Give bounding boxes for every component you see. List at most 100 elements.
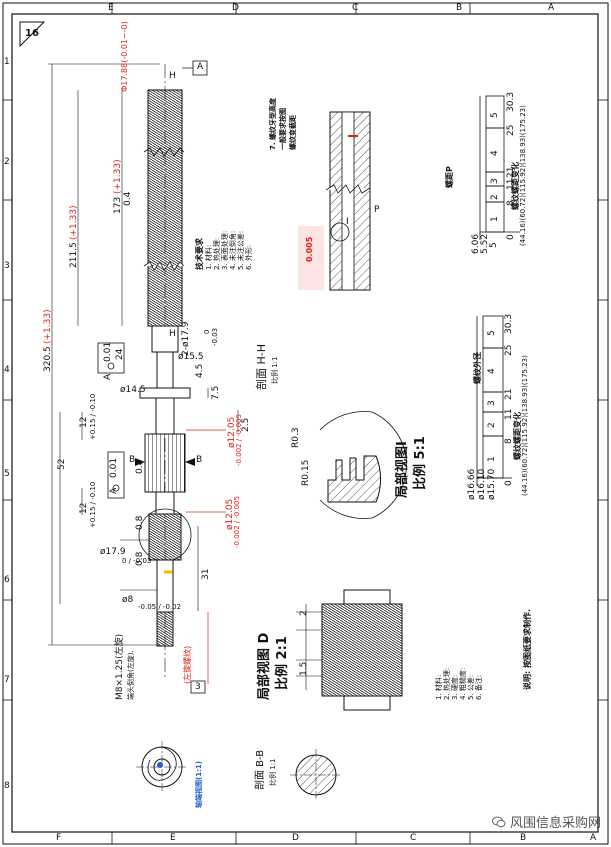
- detail-i-outline: [319, 411, 407, 519]
- upper-xtick-2: 11: [506, 178, 516, 190]
- pitch-table-lower: [476, 315, 512, 486]
- bb-note-3: 3. 硬度:: [451, 674, 459, 700]
- dim-d14-5: ø14.5: [120, 385, 146, 395]
- detail-d-scale: 比例 2:1: [275, 636, 290, 690]
- thread-note-2: 端头倒角(左旋).: [127, 650, 135, 700]
- zone-letter-bottom-6: A: [590, 833, 597, 843]
- upper-cell-1: 1: [490, 216, 500, 222]
- shaft-grooved-section: [148, 513, 182, 561]
- zone-number-7: 7: [4, 675, 10, 685]
- tech-line-3: 3. 表面处理:: [221, 230, 229, 270]
- bb-note-1: 1. 材料:: [435, 674, 443, 700]
- zone-letter-top-2: D: [232, 3, 239, 13]
- dim-320-5-tol: (+1.33): [43, 309, 53, 344]
- section-h-label-bottom: H: [169, 329, 176, 339]
- shaft-neck-3: [155, 491, 175, 515]
- zone-number-3: 3: [4, 261, 10, 271]
- chamfer-callout: 2-ø17.9: [181, 321, 191, 356]
- detail-d-stub-top: [343, 589, 391, 605]
- shaft-end-thread: [156, 611, 174, 647]
- dim-d12-05-a-tol: -0.002 / -0.005: [235, 414, 243, 466]
- chamfer-tol-down: -0.03: [211, 327, 219, 346]
- lower-xtick-2: 11: [504, 408, 514, 420]
- upper-xtick-4: 25: [506, 124, 516, 136]
- upper-side-note: 螺距P: [445, 166, 454, 188]
- dim-d8: ø8: [122, 595, 134, 605]
- dim-0-4: 0.4: [123, 191, 133, 206]
- break-line-2: [143, 261, 185, 271]
- dim-d17-9: ø17.9: [100, 547, 126, 557]
- dim-31: 31: [201, 568, 211, 580]
- lower-cell-3: 3: [487, 400, 497, 406]
- zone-number-1: 1: [4, 57, 10, 67]
- dim-211-5: 211.5: [69, 242, 79, 268]
- lower-xtick-0: 0: [504, 480, 514, 486]
- tech-line-5: 5. 未注公差:: [237, 230, 245, 270]
- center-note-1: 7. 螺纹牙型高度: [269, 98, 277, 150]
- zone-number-4: 4: [4, 365, 10, 375]
- watermark-text: 风围信息采购网: [509, 816, 601, 831]
- section-arrow-b-right: [185, 458, 195, 466]
- upper-xtick-5: 30.3: [506, 91, 516, 112]
- bottom-note: 说明: 按图纸要求制作.: [523, 608, 532, 690]
- section-hh-break: [325, 184, 371, 194]
- red-dimension-lines: [186, 429, 226, 684]
- shaft-neck-2: [155, 397, 175, 435]
- detail-i-profile: [327, 455, 382, 503]
- datum-a-label: A: [197, 62, 204, 72]
- dim-0-8-a: 0.8: [135, 459, 145, 474]
- gtol-frame-2: [107, 451, 125, 499]
- tech-line-1: 1. 材料:: [205, 244, 213, 270]
- zone-letter-top-4: B: [456, 3, 463, 13]
- zone-letter-bottom-1: F: [56, 833, 62, 843]
- dim-24: 24: [115, 348, 125, 360]
- dim-d15-5: ø15.5: [178, 352, 204, 362]
- dim-173-tol: (+1.33): [113, 159, 123, 194]
- detail-i-scale: 比例 5:1: [413, 436, 428, 490]
- section-bb-scale: 比例 1:1: [269, 758, 277, 787]
- zone-number-8: 8: [4, 781, 10, 791]
- dim-d17-9-tol: 0 / -0.03: [122, 557, 152, 565]
- watermark: 风围信息采购网: [491, 812, 601, 831]
- tech-line-6: 6. 外形:: [245, 244, 253, 270]
- section-hh-detail-circle: [330, 222, 350, 242]
- lower-cell-4: 4: [487, 368, 497, 374]
- detail-d-body: [321, 603, 403, 697]
- zone-number-6: 6: [4, 575, 10, 585]
- section-hh-red-dim: 0.005: [305, 236, 314, 262]
- shaft-flange: [139, 387, 191, 399]
- lower-ytick-2: ø15.70: [487, 468, 497, 500]
- lower-ytick-1: ø16.10: [477, 468, 487, 500]
- lower-cell-2: 2: [487, 422, 497, 428]
- zone-letter-bottom-5: B: [520, 833, 527, 843]
- section-hh-label-p: P: [374, 205, 380, 215]
- gtol-2-value: 0.01: [109, 457, 119, 478]
- concentricity-symbol-2: [112, 484, 120, 492]
- shaft-threaded-section: [147, 89, 183, 327]
- dim-12-lower: 12: [79, 502, 89, 514]
- detail-3-label: 3: [195, 682, 201, 692]
- lower-cell-5: 5: [487, 330, 497, 336]
- section-b-left: B: [129, 455, 136, 465]
- lower-xtick-5: 30.3: [504, 313, 514, 334]
- zone-letter-bottom-2: E: [170, 833, 176, 843]
- dim-0-8-b: 0.8: [135, 515, 145, 530]
- section-b-right: B: [196, 455, 203, 465]
- detail-d-dim-1-5: 1.5: [299, 661, 309, 676]
- corner-triangle-mark: [19, 21, 46, 48]
- zone-letter-top-1: E: [108, 3, 114, 13]
- dim-12-upper-tol: +0.15 / -0.10: [89, 393, 97, 440]
- dim-173: 173: [113, 196, 123, 214]
- center-note-2: 一般要求按图: [279, 108, 287, 150]
- lower-xtick-4: 25: [504, 344, 514, 356]
- gtol-1-datum: A: [103, 373, 113, 380]
- detail-d-stub-bottom: [343, 695, 391, 711]
- gtol-2-datum: A: [109, 487, 119, 494]
- upper-cell-3: 3: [490, 178, 500, 184]
- sheet-corner-number: 16: [25, 28, 39, 39]
- bb-note-4: 4. 粗糙度:: [459, 667, 467, 700]
- pitch-table-upper: [479, 95, 520, 240]
- zone-ticks: [3, 3, 608, 844]
- upper-ytick-2: 5: [489, 242, 499, 248]
